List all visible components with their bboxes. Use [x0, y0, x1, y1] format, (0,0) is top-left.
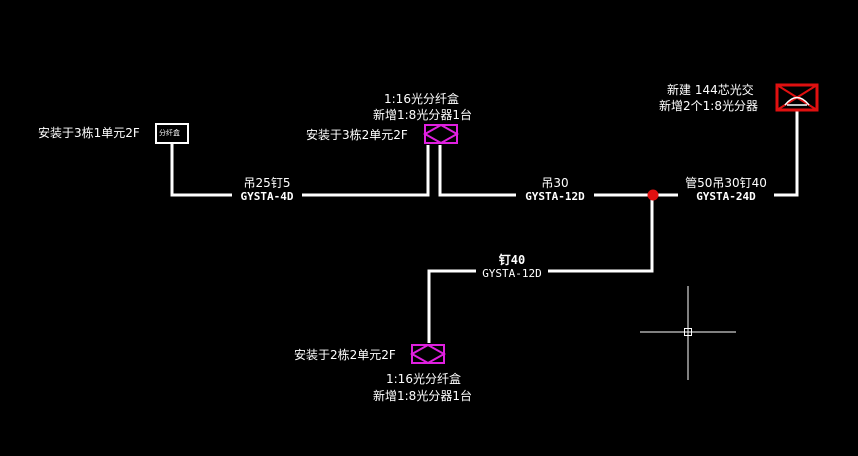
cable-install-switch: 管50吊30钉40 — [685, 176, 767, 190]
switch-name-label: 新建 144芯光交 — [667, 83, 754, 97]
switch-splitter-label: 新增2个1:8光分器 — [659, 99, 758, 113]
spec-label-3-2: 1:16光分纤盒 — [384, 92, 459, 106]
cable-install-2-2: 钉40 — [498, 253, 526, 267]
cable-label-gap-switch — [678, 185, 774, 205]
fiber-box-3-1-text: 分纤盒 — [159, 129, 180, 137]
spec-label-2-2: 1:16光分纤盒 — [386, 372, 461, 386]
splitter-label-3-2: 新增1:8光分器1台 — [373, 108, 472, 122]
mount-label-3-2: 安装于3栋2单元2F — [306, 128, 408, 142]
optical-switch-144 — [775, 83, 819, 112]
cable-install-3-1: 吊25钉5 — [243, 176, 291, 190]
mount-label-3-1: 安装于3栋1单元2F — [38, 126, 140, 140]
junction-dot — [647, 189, 659, 201]
fiber-box-3-2 — [422, 123, 460, 145]
fiber-box-3-1 — [155, 123, 189, 144]
cable-label-gap-3-2 — [516, 185, 594, 205]
cable-model-3-1: GYSTA-4D — [240, 190, 294, 203]
cable-install-3-2: 吊30 — [541, 176, 569, 190]
splitter-label-2-2: 新增1:8光分器1台 — [373, 389, 472, 403]
cable-model-switch: GYSTA-24D — [696, 190, 756, 203]
crosshair-cursor-icon — [640, 286, 736, 380]
cable-model-3-2: GYSTA-12D — [525, 190, 585, 203]
cable-label-gap-3-1 — [232, 185, 302, 205]
mount-label-2-2: 安装于2栋2单元2F — [294, 348, 396, 362]
cable-label-gap-2-2 — [476, 262, 548, 280]
fiber-box-2-2 — [409, 343, 447, 365]
cable-model-2-2: GYSTA-12D — [482, 267, 542, 280]
